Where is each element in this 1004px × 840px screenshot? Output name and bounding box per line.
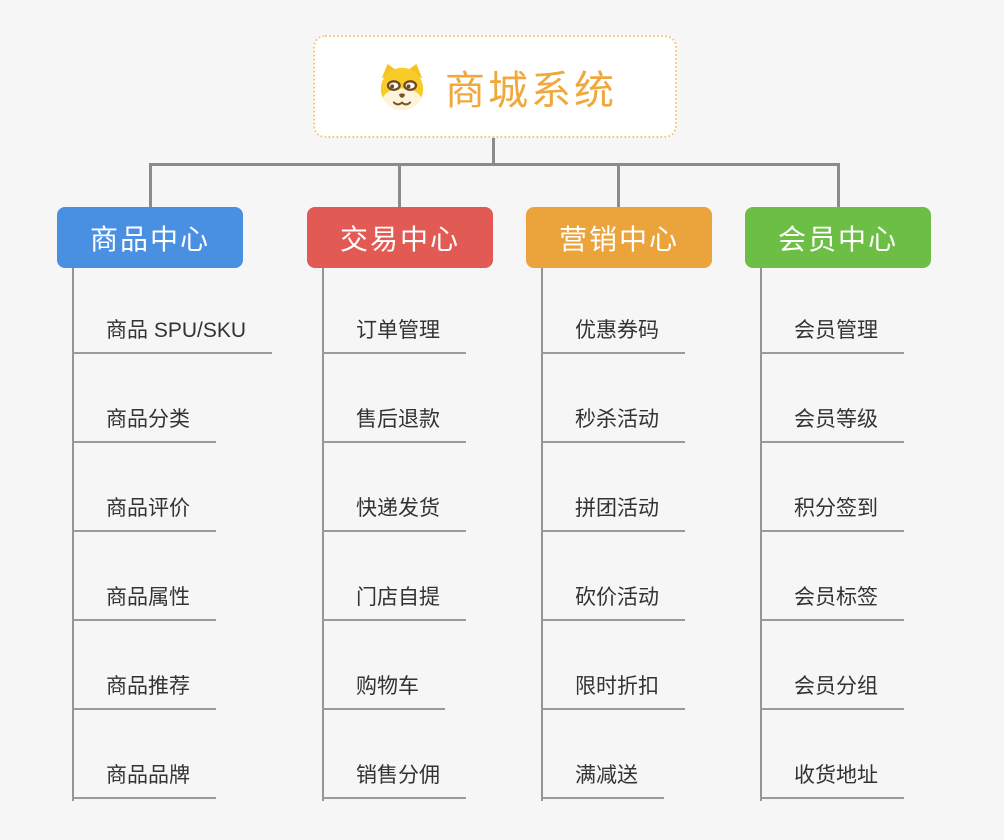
leaf-node[interactable]: 商品属性 xyxy=(72,584,216,621)
leaf-node[interactable]: 商品推荐 xyxy=(72,673,216,710)
branch-node-trade-center[interactable]: 交易中心 xyxy=(307,207,493,268)
leaf-node[interactable]: 销售分佣 xyxy=(322,762,466,799)
leaf-node[interactable]: 限时折扣 xyxy=(541,673,685,710)
leaf-node[interactable]: 商品品牌 xyxy=(72,762,216,799)
connector-root-vertical xyxy=(492,138,495,165)
leaf-node[interactable]: 购物车 xyxy=(322,673,445,710)
leaf-node[interactable]: 会员等级 xyxy=(760,406,904,443)
leaf-node[interactable]: 会员标签 xyxy=(760,584,904,621)
leaf-node[interactable]: 满减送 xyxy=(541,762,664,799)
leaf-node[interactable]: 拼团活动 xyxy=(541,495,685,532)
root-node-mall-system[interactable]: 商城系统 xyxy=(313,35,677,138)
leaf-node[interactable]: 收货地址 xyxy=(760,762,904,799)
connector-horizontal-bar xyxy=(149,163,840,166)
leaf-node[interactable]: 会员分组 xyxy=(760,673,904,710)
leaf-node[interactable]: 订单管理 xyxy=(322,317,466,354)
branch-spine-trade xyxy=(322,268,324,801)
leaf-node[interactable]: 秒杀活动 xyxy=(541,406,685,443)
connector-drop-marketing xyxy=(617,163,620,207)
leaf-node[interactable]: 会员管理 xyxy=(760,317,904,354)
connector-drop-trade xyxy=(398,163,401,207)
branch-spine-marketing xyxy=(541,268,543,801)
connector-drop-member xyxy=(837,163,840,207)
branch-spine-member xyxy=(760,268,762,801)
leaf-node[interactable]: 商品评价 xyxy=(72,495,216,532)
branch-node-member-center[interactable]: 会员中心 xyxy=(745,207,931,268)
root-title: 商城系统 xyxy=(445,68,617,113)
connector-drop-product xyxy=(149,163,152,207)
leaf-node[interactable]: 商品 SPU/SKU xyxy=(72,317,273,354)
leaf-node[interactable]: 快递发货 xyxy=(322,495,466,532)
branch-node-marketing-center[interactable]: 营销中心 xyxy=(526,207,712,268)
leaf-node[interactable]: 门店自提 xyxy=(322,584,466,621)
dog-face-icon xyxy=(380,63,424,110)
leaf-node[interactable]: 售后退款 xyxy=(322,406,466,443)
branch-node-product-center[interactable]: 商品中心 xyxy=(57,207,243,268)
leaf-node[interactable]: 优惠券码 xyxy=(541,317,685,354)
branch-spine-product xyxy=(72,268,74,801)
leaf-node[interactable]: 砍价活动 xyxy=(541,584,685,621)
leaf-node[interactable]: 积分签到 xyxy=(760,495,904,532)
leaf-node[interactable]: 商品分类 xyxy=(72,406,216,443)
